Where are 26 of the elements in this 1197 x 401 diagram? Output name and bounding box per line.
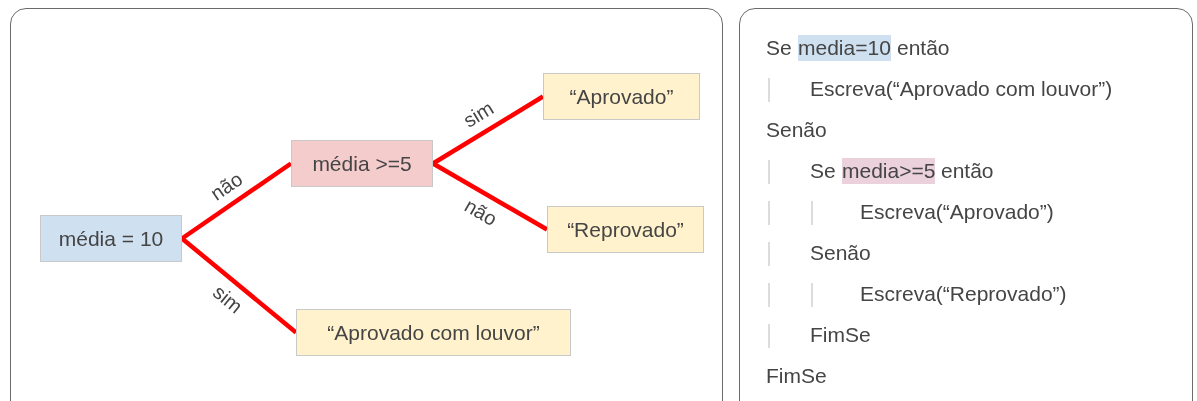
pseudocode-text: Se xyxy=(766,35,792,61)
pseudocode-text: Escreva(“Aprovado com louvor”) xyxy=(810,76,1113,102)
highlighted-code: media=10 xyxy=(798,35,891,61)
connector-line xyxy=(180,161,293,241)
decision-box: média >=5 xyxy=(291,140,433,187)
connector-line xyxy=(431,94,545,166)
pseudocode-text: FimSe xyxy=(810,322,871,348)
decision-box: “Reprovado” xyxy=(547,206,704,253)
pseudocode-text: Senão xyxy=(810,240,871,266)
pseudocode-text: então xyxy=(897,35,950,61)
decision-box: média = 10 xyxy=(40,215,182,262)
edge-label: não xyxy=(460,193,502,231)
connector-line xyxy=(431,161,549,232)
edge-label: não xyxy=(206,167,247,206)
pseudocode-text: então xyxy=(941,158,994,184)
edge-label: sim xyxy=(208,280,247,319)
pseudocode-text: FimSe xyxy=(766,363,827,389)
decision-box: “Aprovado com louvor” xyxy=(296,309,571,356)
decision-box: “Aprovado” xyxy=(543,73,700,120)
edge-label: sim xyxy=(459,96,498,133)
pseudocode-text: Senão xyxy=(766,117,827,143)
connector-line xyxy=(180,236,298,335)
pseudocode-text: Escreva(“Aprovado”) xyxy=(860,199,1054,225)
highlighted-code: media>=5 xyxy=(842,158,936,184)
pseudocode-text: Escreva(“Reprovado”) xyxy=(860,281,1067,307)
pseudocode-text: Se xyxy=(810,158,836,184)
